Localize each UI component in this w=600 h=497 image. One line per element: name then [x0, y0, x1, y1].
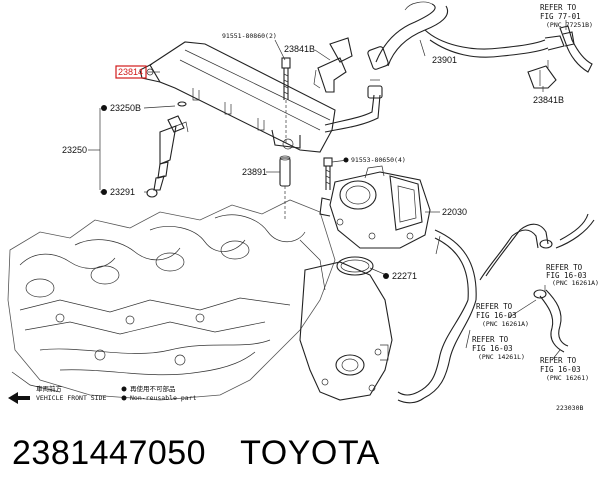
throttle-body-22030 [319, 165, 431, 249]
callout-23250[interactable]: 23250 [62, 145, 87, 155]
engine-block [7, 199, 336, 401]
ref-16-03-d-line3: (PNC 16261) [546, 374, 589, 382]
clamp-23841b-top [313, 37, 353, 93]
ref-16-03-a-line2: FIG 16-03 [546, 271, 587, 280]
intake-manifold [299, 261, 393, 401]
callout-23250b[interactable]: 23250B [110, 103, 141, 113]
legend-nonreusable-dot [121, 386, 127, 392]
fuel-rail [139, 41, 383, 153]
legend-nonreusable-dot-en [121, 395, 127, 401]
leader-lines [88, 20, 567, 361]
ref-16-03-b-line2: FIG 16-03 [476, 311, 517, 320]
ref-77-01[interactable]: REFER TO FIG 77-01 (PNC 77251B) [540, 3, 593, 29]
legend-nonreusable-jp: 再使用不可部品 [130, 384, 176, 393]
ref-16-03-a[interactable]: REFER TO FIG 16-03 (PNC 16261A) [546, 263, 599, 287]
ref-77-01-line3: (PNC 77251B) [546, 21, 593, 29]
front-arrow-icon [8, 392, 30, 404]
nonreusable-dot-22271 [383, 273, 389, 279]
ref-16-03-b[interactable]: REFER TO FIG 16-03 (PNC 16261A) [476, 302, 529, 328]
caption: 2381447050 TOYOTA [12, 434, 380, 473]
brand-name: TOYOTA [240, 434, 380, 472]
ref-16-03-c[interactable]: REFER TO FIG 16-03 (PNC 14261L) [472, 335, 525, 361]
callout-91553-80650[interactable]: 91553-80650(4) [351, 156, 406, 164]
callout-91551-80860[interactable]: 91551-80860(2) [222, 32, 277, 40]
ref-16-03-b-line1: REFER TO [476, 302, 513, 311]
parts-diagram: 23814 91551-80860(2) 23841B 23901 23250B… [7, 1, 599, 412]
ref-16-03-c-line3: (PNC 14261L) [478, 353, 525, 361]
bolt-91551 [281, 57, 291, 144]
part-number: 2381447050 [12, 434, 207, 472]
fuel-hose-23901 [367, 1, 575, 70]
callout-23814[interactable]: 23814 [118, 67, 143, 77]
gasket-22271 [336, 256, 374, 276]
callout-labels: 23814 91551-80860(2) 23841B 23901 23250B… [62, 32, 564, 281]
legend-nonreusable-en: Non-reusable part [130, 394, 197, 402]
nonreusable-dot-23291 [101, 189, 107, 195]
nonreusable-dot-91553 [343, 157, 349, 163]
clamp-23841b-right [527, 25, 593, 89]
ref-16-03-c-line1: REFER TO [472, 335, 509, 344]
highlight-box-23814 [115, 65, 147, 79]
ref-16-03-d[interactable]: REFER TO FIG 16-03 (PNC 16261) [540, 356, 589, 382]
callout-23891[interactable]: 23891 [242, 167, 267, 177]
callout-23901[interactable]: 23901 [432, 55, 457, 65]
ref-16-03-d-line1: REFER TO [540, 356, 577, 365]
callout-23841b-right[interactable]: 23841B [533, 95, 564, 105]
bolt-91553 [323, 157, 333, 190]
ref-16-03-d-line2: FIG 16-03 [540, 365, 581, 374]
callout-22271[interactable]: 22271 [392, 271, 417, 281]
ref-77-01-line1: REFER TO [540, 3, 577, 12]
callout-23291[interactable]: 23291 [110, 187, 135, 197]
callout-22030[interactable]: 22030 [442, 207, 467, 217]
callout-23841b-top[interactable]: 23841B [284, 44, 315, 54]
ref-77-01-line2: FIG 77-01 [540, 12, 581, 21]
injector-23250 [146, 101, 189, 198]
spacer-23891 [279, 155, 291, 220]
nonreusable-dot-23250b [101, 105, 107, 111]
ref-16-03-b-line3: (PNC 16261A) [482, 320, 529, 328]
coolant-hoses [397, 213, 595, 404]
legend: 車両前方 VEHICLE FRONT SIDE 再使用不可部品 Non-reus… [8, 384, 197, 404]
legend-front-en: VEHICLE FRONT SIDE [36, 394, 107, 402]
ref-16-03-c-line2: FIG 16-03 [472, 344, 513, 353]
ref-16-03-a-line1: REFER TO [546, 263, 583, 272]
diagram-id: 223030B [556, 404, 583, 412]
ref-16-03-a-line3: (PNC 16261A) [552, 279, 599, 287]
legend-front-jp: 車両前方 [36, 384, 63, 393]
